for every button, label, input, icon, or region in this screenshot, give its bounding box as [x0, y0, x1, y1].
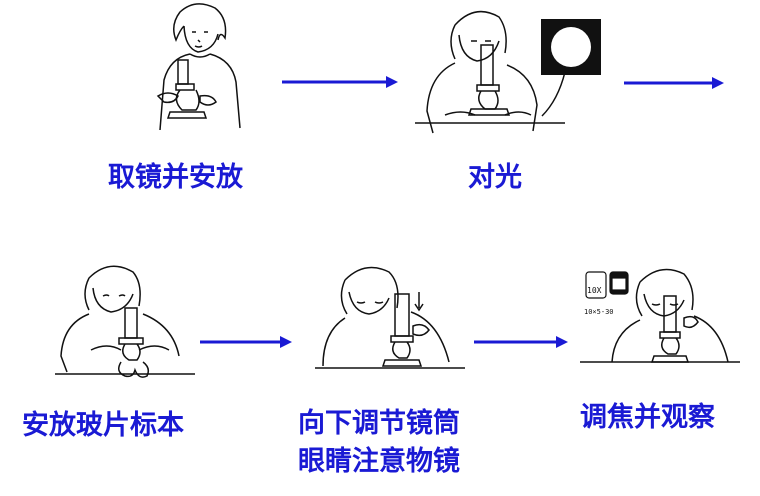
step3-label: 安放玻片标本 — [22, 410, 184, 441]
step2-label: 对光 — [468, 162, 522, 193]
step1-illustration — [140, 0, 250, 140]
arrow-step3-to-step4 — [198, 334, 294, 350]
step5-label: 调焦并观察 — [580, 402, 715, 433]
step4-label-line2: 眼睛注意物镜 — [298, 446, 460, 477]
arrow-step1-to-step2 — [280, 74, 400, 90]
step4-illustration — [315, 262, 465, 387]
objective-inset-text: 10×5-30 — [584, 308, 614, 316]
arrow-step4-to-step5 — [472, 334, 570, 350]
lens-inset — [584, 268, 636, 312]
step5-illustration — [580, 262, 740, 387]
arrow-step2-to-step3 — [622, 75, 726, 91]
light-field-inset — [540, 18, 602, 76]
step4-label-line1: 向下调节镜筒 — [298, 408, 460, 439]
inset-pointer-line — [540, 70, 570, 120]
step2-illustration — [415, 5, 565, 140]
eyepiece-inset-text: 10X — [587, 286, 602, 295]
step3-illustration — [55, 262, 195, 387]
step1-label: 取镜并安放 — [108, 162, 243, 193]
